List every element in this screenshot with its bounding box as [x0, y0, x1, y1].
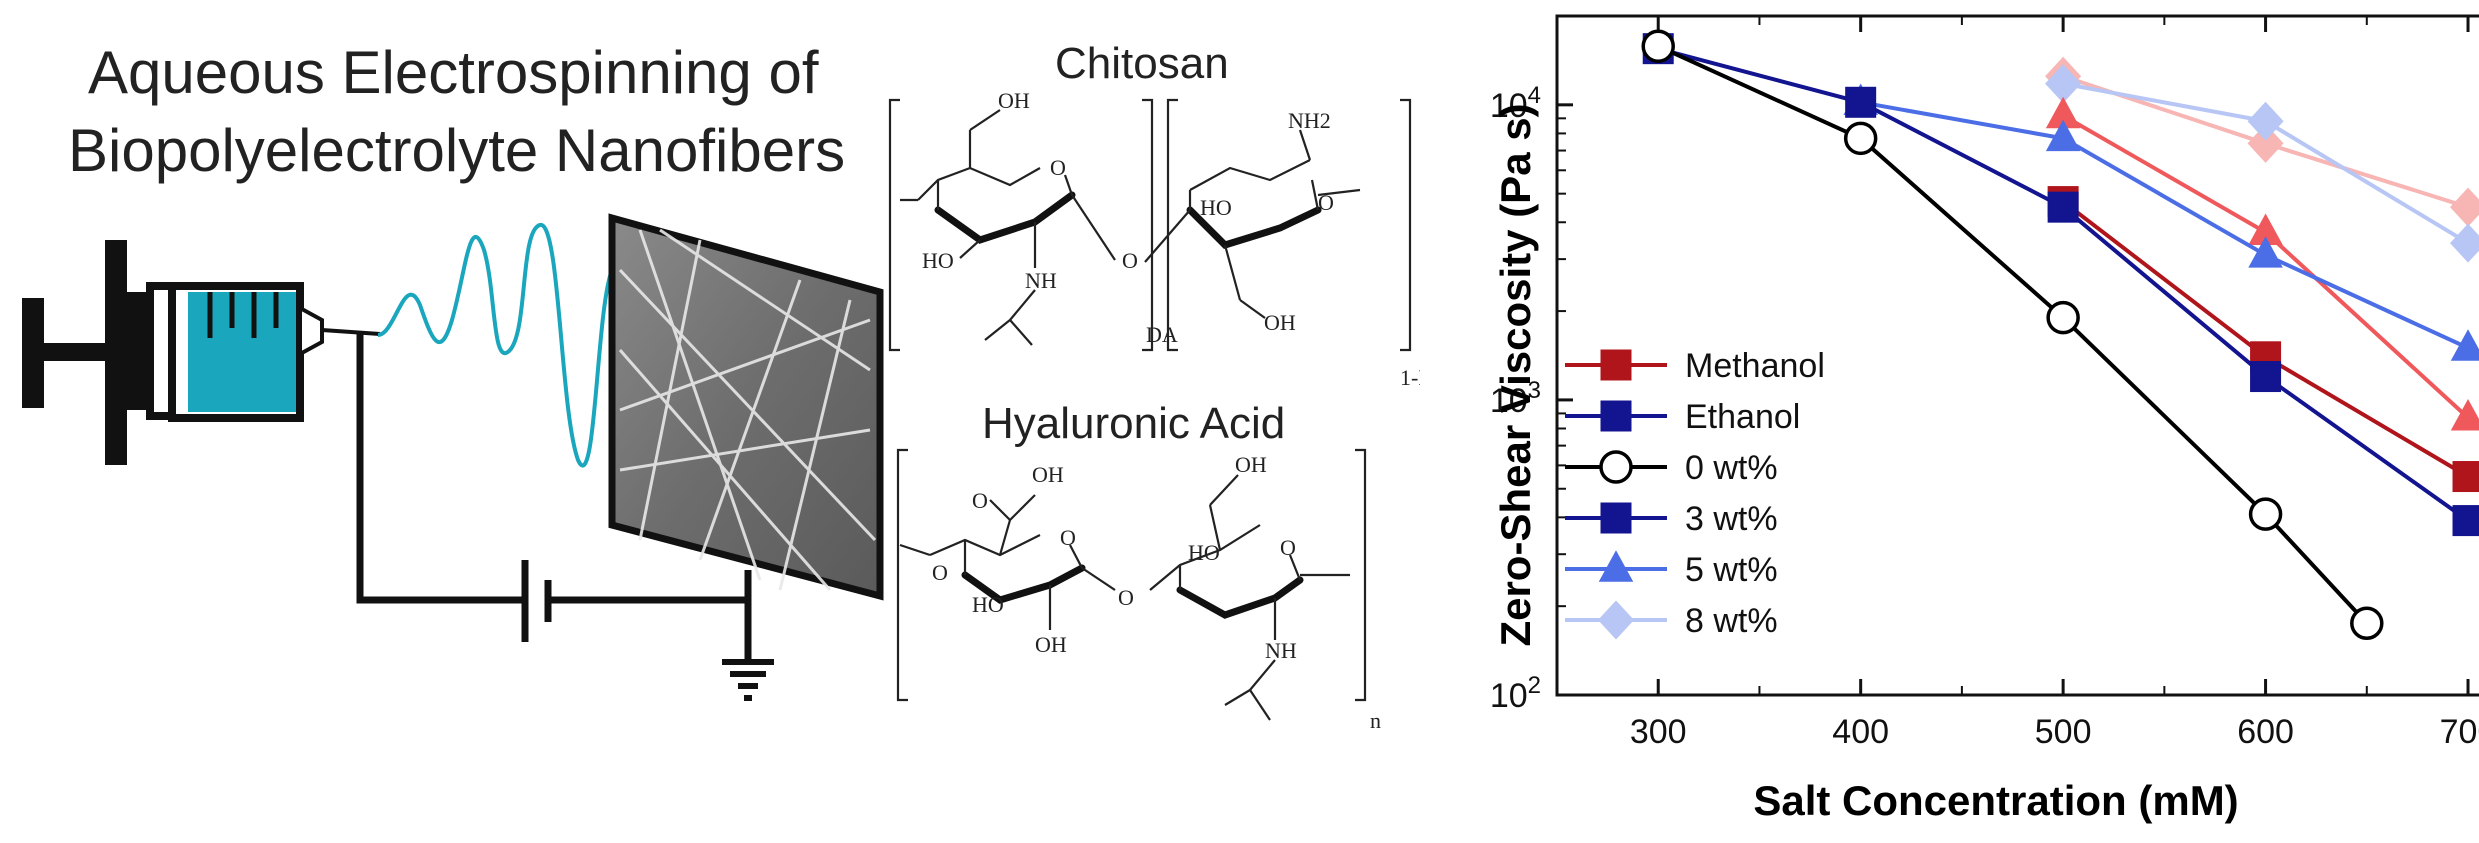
syringe-fluid	[188, 292, 296, 412]
series-ethanol-8wt	[2045, 64, 2479, 263]
ha-oh-top2: OH	[1235, 452, 1267, 477]
data-point	[2450, 223, 2479, 263]
collector-sem-image	[608, 213, 884, 601]
ha-o-acid: O	[972, 488, 988, 513]
x-tick-label: 400	[1832, 713, 1889, 751]
ha-o-ring: O	[1060, 525, 1076, 550]
legend-marker	[1600, 400, 1632, 432]
series-line	[1860, 100, 2469, 350]
data-point	[2250, 361, 2282, 393]
chemical-structures: Chitosan OH O HO NH O DA	[888, 39, 1420, 733]
data-point	[1845, 86, 1877, 118]
ha-o-link: O	[1118, 585, 1134, 610]
data-point	[2045, 64, 2082, 104]
hyaluronic-acid-structure: OH O O O HO OH O OH HO O NH n	[896, 448, 1381, 733]
data-point	[1641, 29, 1675, 63]
legend-item: 0 wt%	[1565, 449, 1778, 487]
y-axis-title: Zero-Shear Viscosity (Pa s)	[1492, 103, 1539, 646]
legend-marker	[1598, 550, 1634, 582]
data-point	[2046, 300, 2080, 335]
data-point	[2045, 96, 2081, 129]
syringe-barrel-icon	[146, 282, 381, 422]
legend-item: 5 wt%	[1565, 550, 1778, 589]
legend-item: Methanol	[1565, 347, 1825, 385]
legend-label: Methanol	[1685, 347, 1825, 385]
ha-ho2: HO	[1188, 540, 1220, 565]
legend-marker	[1600, 349, 1632, 381]
ground-icon	[722, 659, 774, 701]
data-point	[1843, 121, 1878, 156]
data-point	[2248, 497, 2283, 531]
legend-item: Ethanol	[1565, 398, 1800, 436]
schematic-title-line-1: Aqueous Electrospinning of	[88, 39, 819, 106]
data-point	[2452, 505, 2479, 537]
legend-label: 8 wt%	[1685, 602, 1778, 640]
y-tick-label: 104	[1490, 82, 1541, 125]
data-point	[2450, 329, 2479, 361]
data-point	[2047, 191, 2079, 223]
ha-subscript-n: n	[1370, 708, 1381, 733]
data-point	[2247, 123, 2284, 163]
data-point	[2450, 399, 2479, 431]
y-tick-label: 103	[1490, 377, 1541, 420]
x-tick-label: 500	[2035, 713, 2092, 751]
ha-oh-lower: OH	[1035, 632, 1067, 657]
legend-marker	[1600, 502, 1632, 534]
chitosan-ho-right: HO	[1200, 195, 1232, 220]
chitosan-oh-bottom: OH	[1264, 310, 1296, 335]
legend-label: 3 wt%	[1685, 500, 1778, 538]
chitosan-oh-top: OH	[998, 88, 1030, 113]
data-point	[2450, 187, 2479, 227]
ha-o-left: O	[932, 560, 948, 585]
ha-ho-left: HO	[972, 592, 1004, 617]
chitosan-structure: OH O HO NH O DA HO NH2 O OH 1-DA	[888, 88, 1420, 390]
legend-label: 5 wt%	[1685, 551, 1778, 589]
plot-frame	[1555, 14, 2479, 697]
legend-item: 8 wt%	[1565, 600, 1778, 640]
legend-label: Ethanol	[1685, 398, 1800, 436]
data-point	[2248, 236, 2283, 268]
legend-marker	[1599, 450, 1633, 484]
ha-o-ring2: O	[1280, 535, 1296, 560]
x-tick-label: 600	[2237, 713, 2294, 751]
data-point	[2350, 606, 2384, 641]
chitosan-o-link: O	[1122, 248, 1138, 273]
legend-item: 3 wt%	[1565, 500, 1778, 538]
series-methanol-5wt	[2045, 96, 2479, 431]
chitosan-o-ring: O	[1050, 155, 1066, 180]
data-point	[2452, 461, 2479, 493]
chitosan-title: Chitosan	[1055, 39, 1229, 88]
hyaluronic-acid-title: Hyaluronic Acid	[982, 399, 1285, 448]
circuit-wire	[356, 334, 752, 660]
ha-nh: NH	[1265, 638, 1297, 663]
chitosan-nh: NH	[1025, 268, 1057, 293]
x-tick-label: 300	[1630, 713, 1687, 751]
x-axis-title: Salt Concentration (mM)	[1753, 777, 2238, 824]
ha-oh-acid: OH	[1032, 462, 1064, 487]
legend-label: 0 wt%	[1685, 449, 1778, 487]
y-tick-label: 102	[1490, 672, 1541, 715]
chitosan-ho-left: HO	[922, 248, 954, 273]
series-ethanol-5wt	[1843, 83, 2479, 361]
data-point	[2247, 101, 2284, 141]
chitosan-subscript-1da: 1-DA	[1400, 365, 1420, 390]
chitosan-subscript-da: DA	[1146, 322, 1178, 347]
chitosan-o-ring2: O	[1318, 190, 1334, 215]
schematic-title-line-2: Biopolyelectrolyte Nanofibers	[68, 117, 846, 184]
series-none-0wt	[1641, 29, 2384, 641]
electrospinning-schematic	[22, 213, 884, 701]
chitosan-nh2: NH2	[1288, 108, 1331, 133]
x-tick-label: 700	[2440, 713, 2479, 751]
data-point	[2248, 213, 2283, 245]
data-point	[2045, 119, 2081, 152]
viscosity-chart: 300 400 500 600 700 102 103 104 MethanolEthanol…	[1490, 14, 2479, 824]
legend-marker	[1598, 600, 1634, 640]
